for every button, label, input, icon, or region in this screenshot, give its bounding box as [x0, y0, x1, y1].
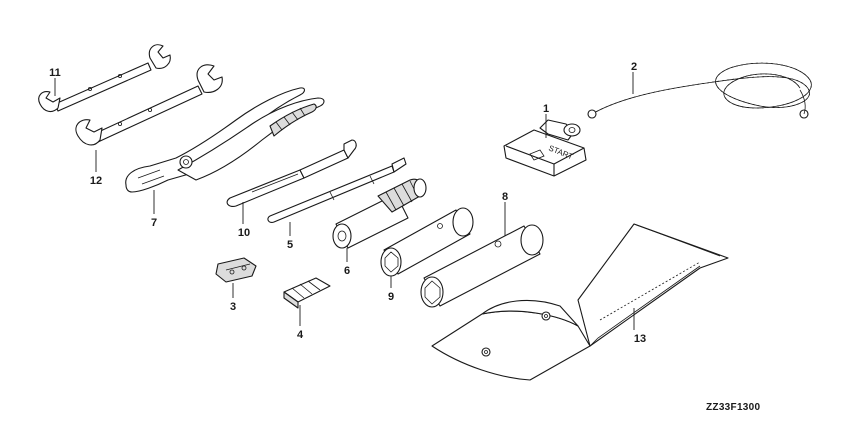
callout-6: 6	[344, 265, 350, 277]
callout-10: 10	[238, 227, 250, 239]
callout-12: 12	[90, 175, 102, 187]
callout-numbers: 1 2 3 4 5 6 7 8 9 10 11 12 13	[49, 61, 646, 345]
part-6-socket-handle	[332, 178, 427, 249]
part-9-box-wrench	[380, 207, 474, 277]
part-10-screwdriver	[226, 139, 357, 207]
part-2-starter-rope	[587, 62, 812, 119]
part-13-tool-bag	[431, 223, 729, 381]
callout-11: 11	[49, 67, 61, 79]
leader-lines	[54, 72, 635, 330]
callout-2: 2	[631, 61, 637, 73]
callout-4: 4	[297, 329, 304, 341]
callout-8: 8	[502, 191, 508, 203]
callout-5: 5	[287, 239, 293, 251]
drawing-code: ZZ33F1300	[706, 402, 761, 413]
callout-1: 1	[543, 103, 549, 115]
part-8-large-box-wrench	[420, 224, 544, 308]
part-5-phillips-screwdriver	[267, 157, 407, 223]
part-12-large-wrench	[75, 64, 223, 146]
callout-13: 13	[634, 333, 646, 345]
callout-7: 7	[151, 217, 157, 229]
part-4-fuse	[283, 277, 331, 309]
part-3-clip	[215, 257, 257, 283]
part-7-pliers	[125, 87, 325, 193]
callout-9: 9	[388, 291, 394, 303]
part-11-small-wrench	[38, 44, 171, 113]
callout-3: 3	[230, 301, 236, 313]
part-1-start-grip: START	[503, 119, 587, 177]
